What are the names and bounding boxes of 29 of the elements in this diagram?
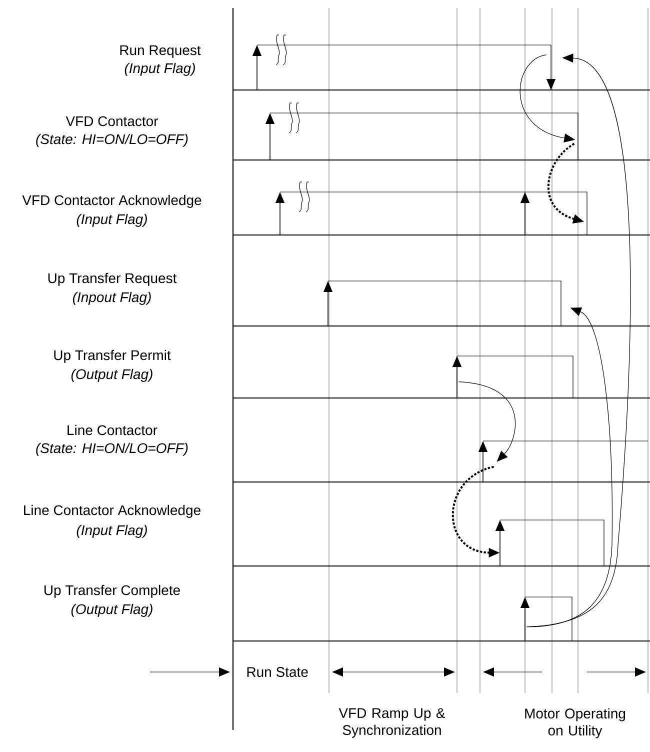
pulse	[323, 280, 562, 326]
phase-label: VFD Ramp Up & Synchronization	[338, 708, 446, 738]
phase-label: Motor Operating on Utility	[525, 708, 626, 738]
state-label: Run State	[247, 667, 308, 677]
curved-arrow	[458, 382, 516, 462]
signal-name: Run Request	[120, 45, 201, 58]
signal-name: Up Transfer Request	[48, 272, 177, 286]
signal-type: (Input Flag)	[76, 214, 147, 227]
signal-name: Up Transfer Complete	[44, 584, 180, 598]
signal-name: VFD Contactor Acknowledge	[22, 194, 202, 208]
pulse	[275, 192, 588, 236]
signal-type: (Output Flag)	[71, 604, 152, 617]
pulse	[265, 112, 578, 160]
signal-name: Line Contactor Acknowledge	[24, 504, 200, 518]
signal-type: (Input Flag)	[76, 524, 147, 538]
pulse	[478, 440, 520, 482]
signal-type: (State: HI=ON/LO=OFF)	[36, 134, 188, 147]
signal-name: Up Transfer Permit	[54, 350, 171, 363]
pulse	[520, 596, 572, 642]
pulse	[495, 520, 604, 566]
signal-type: (State: HI=ON/LO=OFF)	[36, 442, 188, 456]
pulse	[452, 356, 574, 398]
signal-type: (Input Flag)	[124, 62, 195, 76]
curved-arrow	[526, 307, 612, 628]
pulse	[252, 44, 556, 90]
signal-name: Line Contactor	[68, 424, 158, 436]
signal-type: (Output Flag)	[71, 368, 152, 382]
signal-name: VFD Contactor	[66, 116, 158, 126]
signal-type: (Inpout Flag)	[72, 292, 151, 305]
